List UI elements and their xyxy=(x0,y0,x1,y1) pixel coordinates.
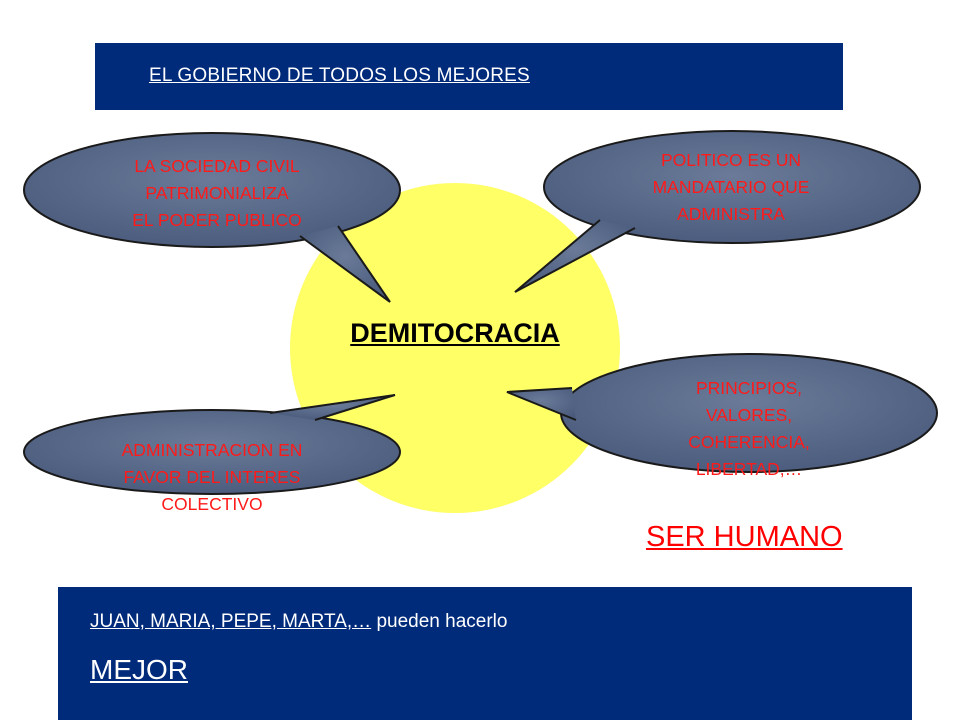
bubble-line: LA SOCIEDAD CIVIL xyxy=(134,156,300,176)
page-title: EL GOBIERNO DE TODOS LOS MEJORES xyxy=(149,65,530,86)
bubble-line: PRINCIPIOS, xyxy=(696,378,802,398)
bubble-line: FAVOR DEL INTERES xyxy=(123,467,301,487)
bubble-line: EL PODER PUBLICO xyxy=(132,210,302,230)
central-title: DEMITOCRACIA xyxy=(350,318,560,348)
bubble-line: LIBERTAD,… xyxy=(695,459,803,479)
bubble-text-bottom-right: PRINCIPIOS, VALORES, COHERENCIA, LIBERTA… xyxy=(584,375,914,483)
speech-bubble-top-left xyxy=(23,132,401,303)
speech-bubble-bottom-left xyxy=(23,394,401,495)
bubble-line: MANDATARIO QUE xyxy=(652,177,810,197)
bubble-text-top-right: POLITICO ES UN MANDATARIO QUE ADMINISTRA xyxy=(566,147,896,228)
speech-bubble-bottom-right xyxy=(506,353,938,473)
bubble-text-bottom-left: ADMINISTRACION EN FAVOR DEL INTERES COLE… xyxy=(47,437,377,518)
bubble-line: PATRIMONIALIZA xyxy=(145,183,289,203)
bubble-line: ADMINISTRACION EN xyxy=(121,440,303,460)
footer-names: JUAN, MARIA, PEPE, MARTA,… xyxy=(90,611,372,632)
footer-suffix: pueden hacerlo xyxy=(371,611,508,632)
bubble-line: VALORES, xyxy=(705,405,793,425)
bubble-text-top-left: LA SOCIEDAD CIVIL PATRIMONIALIZA EL PODE… xyxy=(52,153,382,234)
footer-names-line: JUAN, MARIA, PEPE, MARTA,… pueden hacerl… xyxy=(90,611,507,633)
speech-bubble-top-right xyxy=(514,130,921,293)
ser-humano-label: SER HUMANO xyxy=(646,521,843,553)
bubble-line: COLECTIVO xyxy=(161,494,263,514)
header-banner: EL GOBIERNO DE TODOS LOS MEJORES xyxy=(95,43,843,110)
footer-mejor: MEJOR xyxy=(90,654,188,685)
bubble-line: POLITICO ES UN xyxy=(660,150,802,170)
bubble-line: ADMINISTRA xyxy=(677,204,785,224)
bubble-line: COHERENCIA, xyxy=(688,432,810,452)
footer-banner: JUAN, MARIA, PEPE, MARTA,… pueden hacerl… xyxy=(58,587,912,720)
